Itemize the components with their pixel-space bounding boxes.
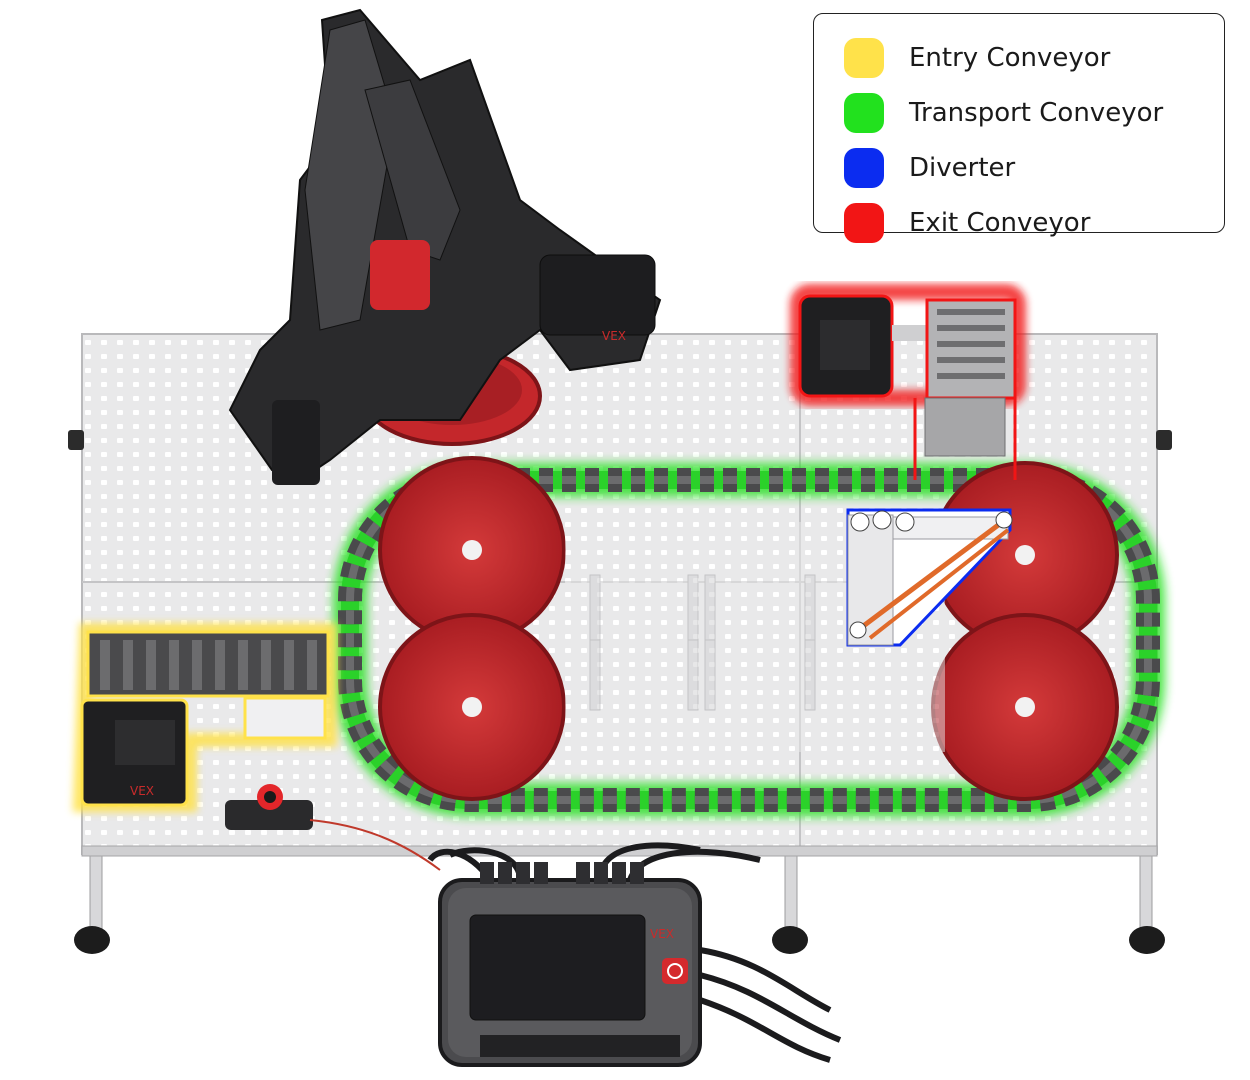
exit-conveyor-swatch xyxy=(844,203,884,243)
robotic-arm: VEX xyxy=(228,8,662,485)
sprocket-bottom-right xyxy=(931,613,1119,801)
entry-conveyor: VEX xyxy=(72,623,337,812)
brain-logo: VEX xyxy=(650,927,674,941)
arm-logo: VEX xyxy=(602,329,626,343)
legend-label: Transport Conveyor xyxy=(909,98,1164,128)
diverter-swatch xyxy=(844,148,884,188)
exit-conveyor xyxy=(790,284,1026,480)
sprocket-bottom-left xyxy=(378,613,566,801)
legend-label: Diverter xyxy=(909,153,1016,183)
diverter xyxy=(846,508,1013,647)
bumper-switch xyxy=(225,784,313,830)
entry-conveyor-swatch xyxy=(844,38,884,78)
legend-item-exit-conveyor: Exit Conveyor xyxy=(844,203,1090,243)
vex-brain: VEX xyxy=(309,819,842,1067)
legend-item-entry-conveyor: Entry Conveyor xyxy=(844,38,1110,78)
legend-label: Entry Conveyor xyxy=(909,43,1111,73)
transport-conveyor-swatch xyxy=(844,93,884,133)
legend-item-transport-conveyor: Transport Conveyor xyxy=(844,93,1163,133)
legend-label: Exit Conveyor xyxy=(909,208,1091,238)
legend: Entry Conveyor Transport Conveyor Divert… xyxy=(813,13,1225,243)
legend-item-diverter: Diverter xyxy=(844,148,1015,188)
entry-motor-logo: VEX xyxy=(130,784,154,798)
